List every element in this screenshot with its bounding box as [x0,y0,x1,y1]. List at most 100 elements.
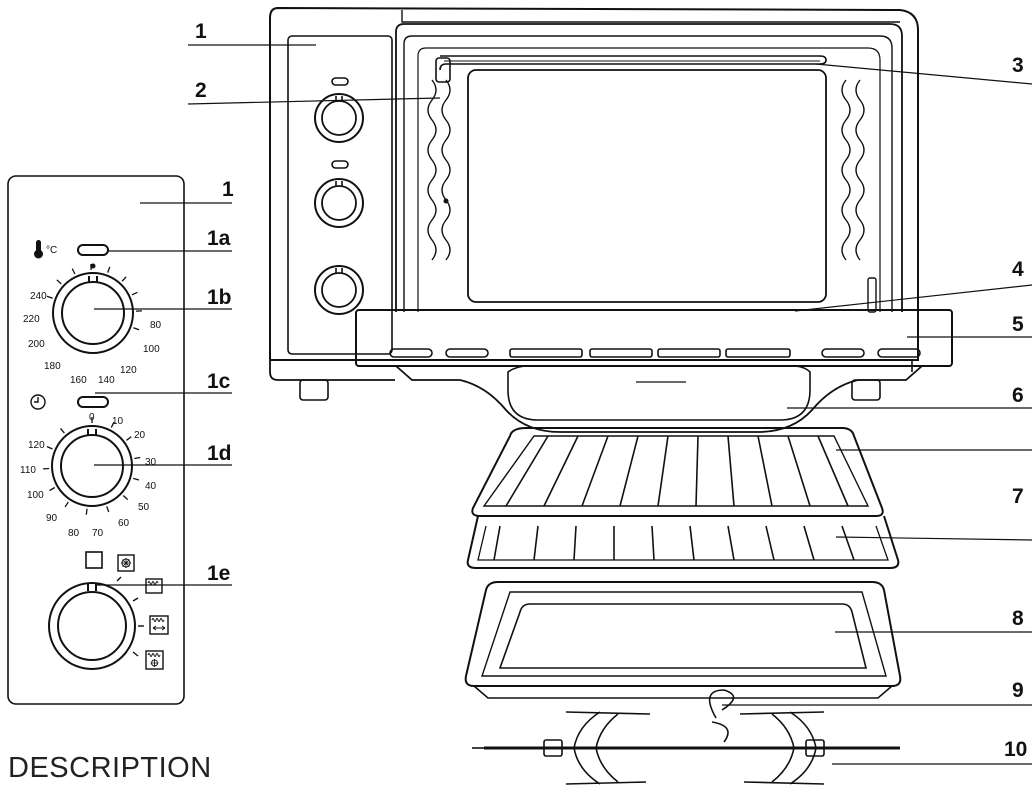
callout-1e: 1e [95,562,232,586]
fan-icon [117,554,135,572]
thermostat-knob [52,263,134,354]
rotisserie-spit [472,689,900,785]
callout-8: 8 [835,607,1032,633]
svg-text:1: 1 [222,178,234,201]
scale-tick [60,428,65,434]
timer-label-100: 100 [27,490,44,501]
fan-grill-icon [145,650,164,670]
thermostat-unit: °C [46,245,57,256]
callout-1d: 1d [94,442,232,466]
svg-text:3: 3 [1012,54,1024,77]
callout-5: 5 [907,313,1032,338]
callout-1a: 1a [108,227,232,252]
scale-tick [85,508,88,515]
timer-label-20: 20 [134,430,146,441]
callout-1b: 1b [94,286,232,310]
rack-bar [787,435,811,507]
svg-text:9: 9 [1012,679,1024,702]
rack-bar [493,525,501,561]
svg-text:10: 10 [1004,738,1027,761]
scale-tick [46,445,53,450]
callout-4: 4 [794,258,1032,312]
door-glass [467,69,827,303]
callout-1c: 1c [95,370,232,394]
timer-label-70: 70 [92,528,104,539]
thermostat-indicator-lamp [77,244,109,256]
scale-tick [49,486,56,492]
thermo-label-80: 80 [150,320,162,331]
rack-bar [581,435,609,507]
top-bottom-element-icon [149,615,169,635]
svg-text:5: 5 [1012,313,1024,336]
thermostat-ticks [46,264,142,331]
scale-tick [121,276,127,282]
thermo-label-100: 100 [143,344,160,355]
svg-text:1: 1 [195,20,207,43]
scale-tick [122,495,129,501]
svg-text:7: 7 [1012,485,1024,508]
svg-text:6: 6 [1012,384,1024,407]
scale-tick [46,295,53,299]
oven-control-column [287,35,393,355]
rack-bar [841,525,855,561]
rack-bar [817,435,849,507]
scale-tick [126,436,132,441]
callout-1: 1 [188,20,316,46]
svg-text:1d: 1d [207,442,232,465]
callout-7: 7 [835,449,1032,541]
page-title: DESCRIPTION [8,752,212,784]
timer-ticks [43,417,141,515]
thermo-label-140: 140 [98,375,115,386]
thermostat-scale: 240 220 200 180 160 140 120 100 80 [23,291,162,386]
function-knob [48,582,136,670]
handle-grip [395,365,923,433]
scale-tick [131,291,138,296]
timer-label-30: 30 [145,457,157,468]
top-element-icon [145,578,163,594]
svg-text:1a: 1a [207,227,231,250]
svg-text:1b: 1b [207,286,232,309]
thermometer-icon [34,240,43,259]
thermo-label-220: 220 [23,314,40,325]
function-ticks [116,576,144,657]
callout-3: 3 [815,54,1032,85]
scale-tick [71,268,76,275]
timer-label-120: 120 [28,440,45,451]
oven-body [269,6,919,401]
clock-icon [30,394,46,410]
timer-label-90: 90 [46,513,58,524]
rack-bar [689,525,695,561]
thermo-label-120: 120 [120,365,137,376]
rack-bar [803,525,815,561]
rack-bar [573,525,577,561]
rack-bar [651,525,655,561]
rack-bar [543,435,579,507]
timer-label-40: 40 [145,481,157,492]
oven-knob-bottom [314,265,364,315]
heating-element [439,55,827,71]
rack-bar [657,435,669,507]
wire-rack-bottom [466,515,900,569]
off-icon [85,551,103,569]
callout-10: 10 [832,738,1032,765]
rack-bar [533,525,539,561]
scale-tick [107,266,111,273]
door-handle [355,309,953,367]
wire-rack-top [471,427,884,517]
right-foot [851,379,881,401]
timer-label-10: 10 [112,416,124,427]
svg-text:1c: 1c [207,370,231,393]
timer-label-60: 60 [118,518,130,529]
rack-bar [757,435,773,507]
thermo-label-160: 160 [70,375,87,386]
svg-text:2: 2 [195,79,207,102]
oven-knob-middle [314,178,364,228]
scale-tick [64,501,69,508]
baking-tray [464,581,902,699]
callout-2: 2 [187,79,441,105]
timer-scale: 0 10 20 30 40 50 60 70 80 90 100 110 120 [20,412,157,539]
rack-bar [727,525,735,561]
scale-tick [110,421,115,428]
thermo-label-240: 240 [30,291,47,302]
